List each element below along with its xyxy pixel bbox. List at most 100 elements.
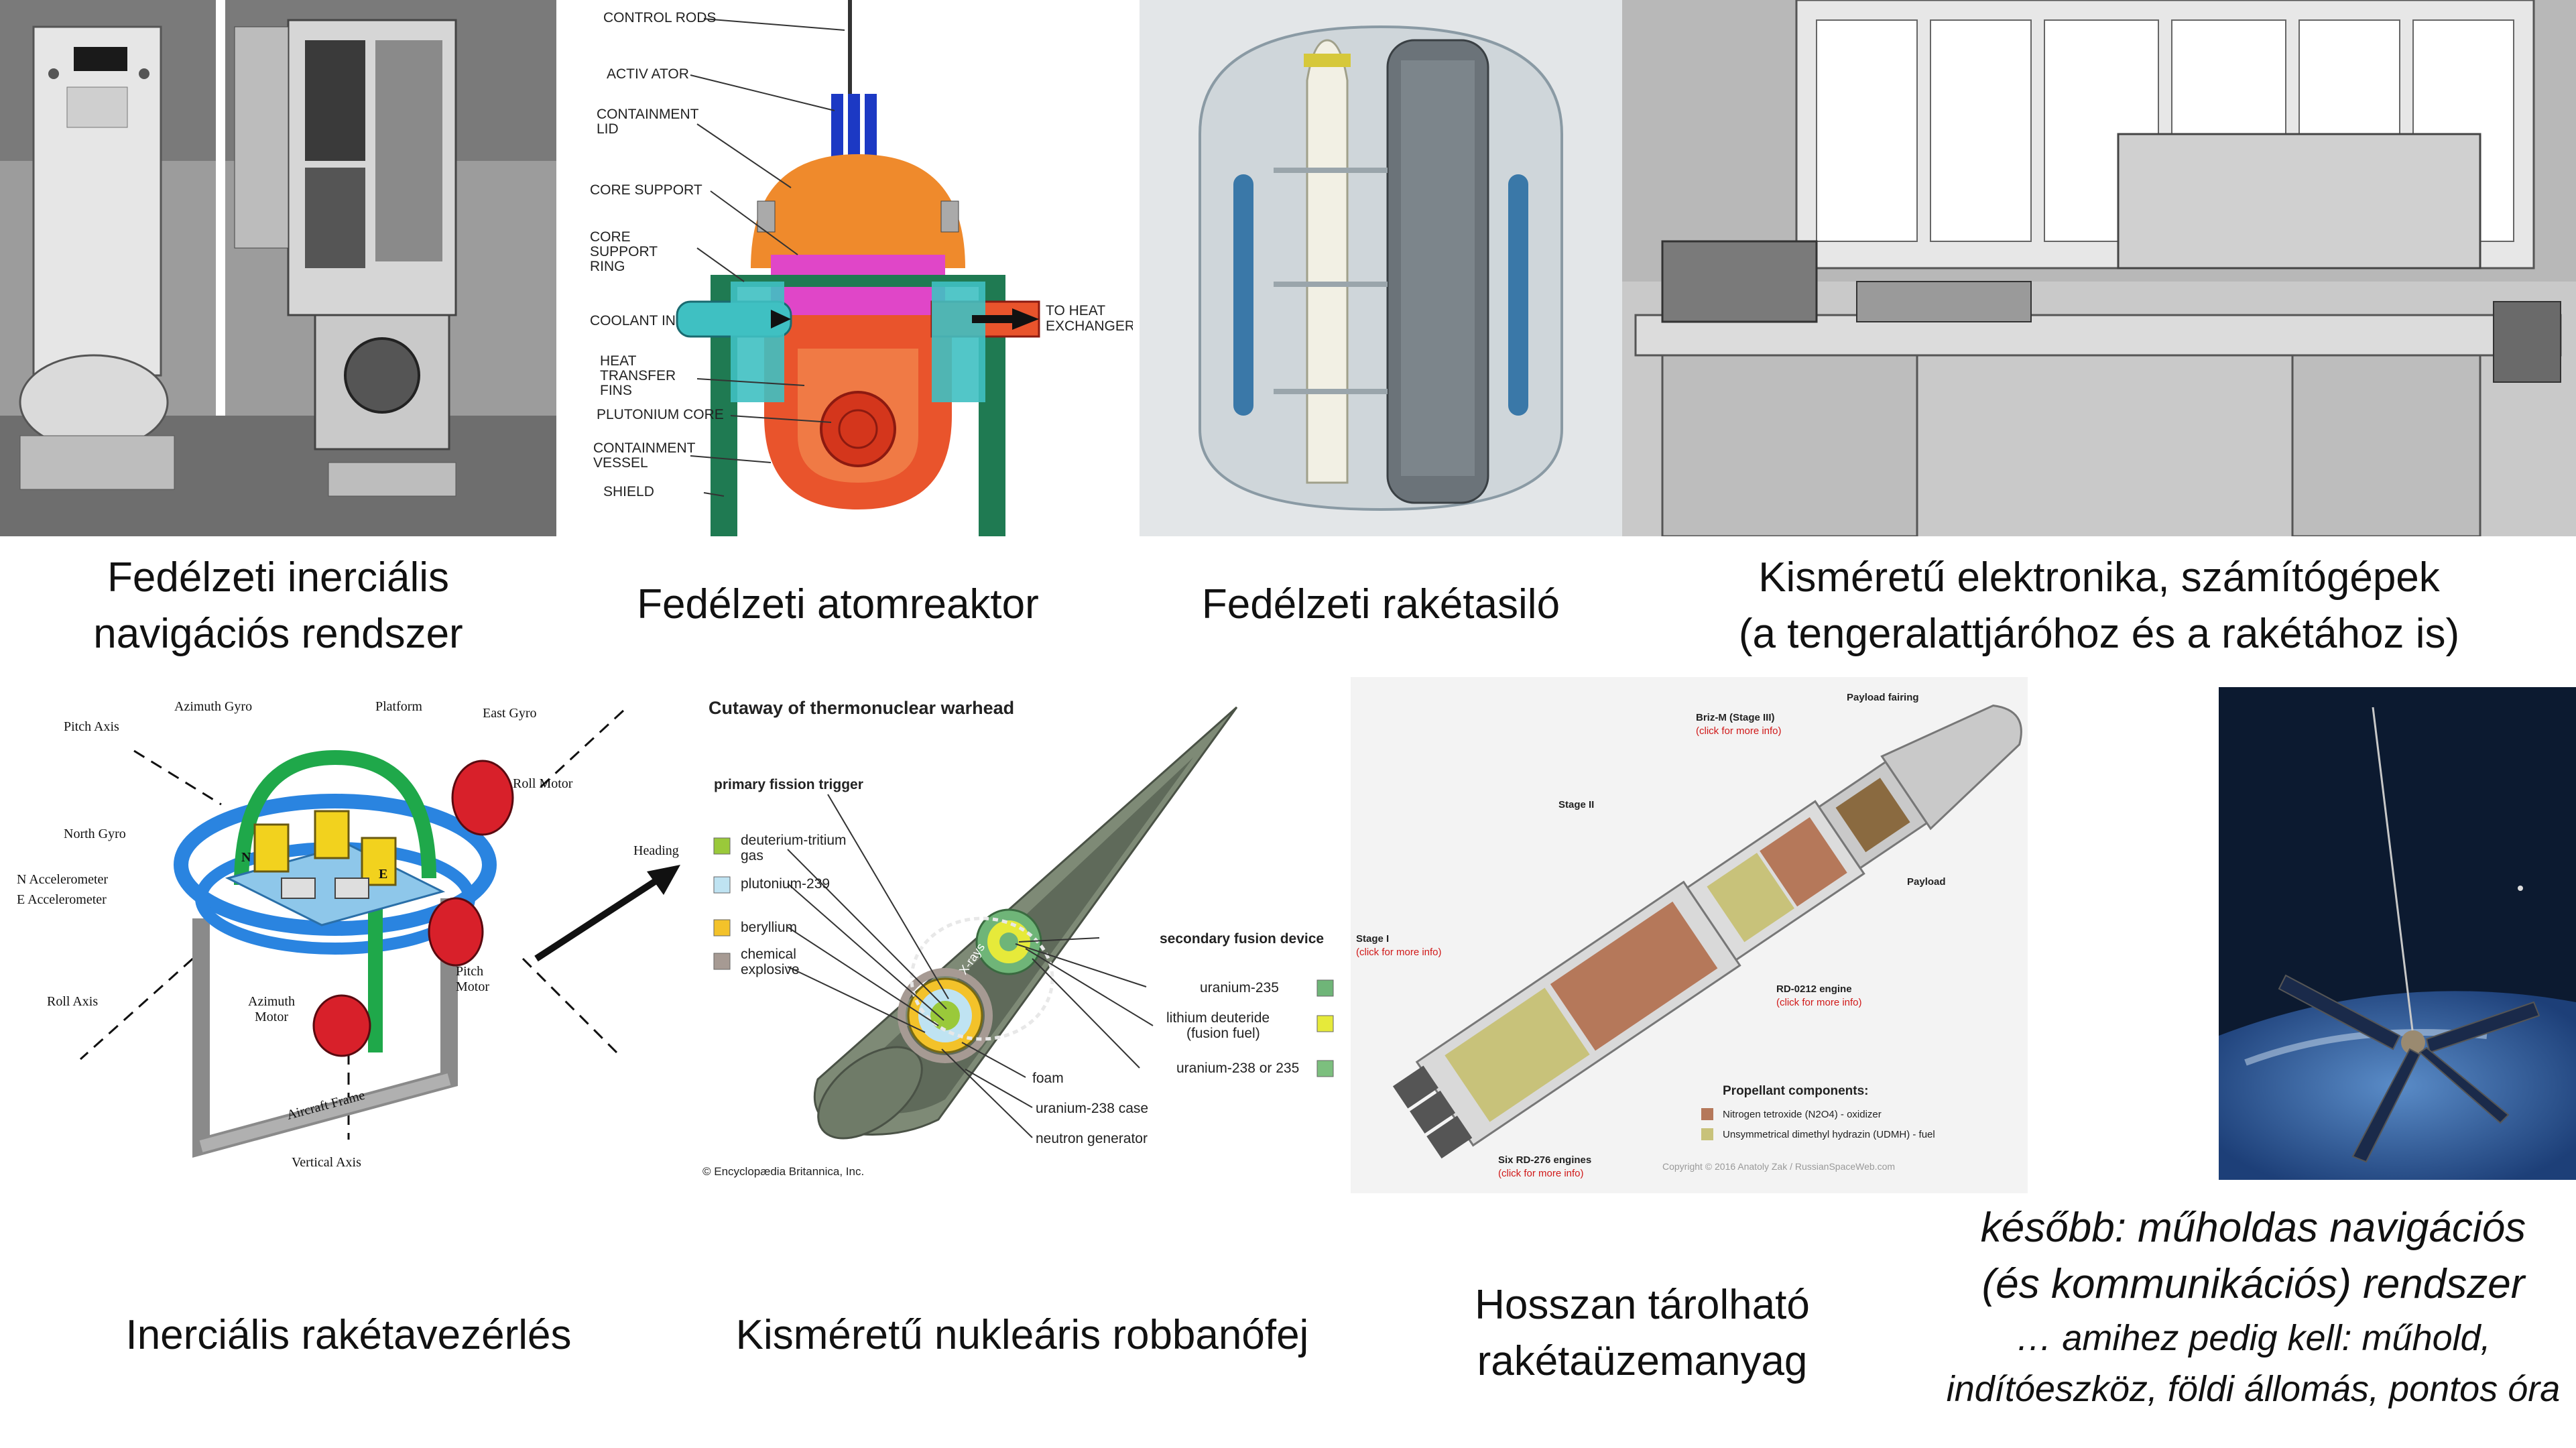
warhead-label-pu239: plutonium-239 [741,876,830,892]
computer-illustration [1622,0,2576,536]
swatch-u235 [1316,979,1334,997]
gyro-diagram: Azimuth Gyro Platform East Gyro Pitch Ax… [0,677,684,1193]
reactor-label-plutonium: PLUTONIUM CORE [597,407,724,422]
reactor-label-lid-2: LID [597,121,619,137]
gyro-label-n-accelerometer: N Accelerometer [17,872,108,887]
caption-line: Kisméretű nukleáris robbanófej [735,1312,1309,1358]
rocket-label-stage1: Stage I [1356,933,1389,945]
swatch-beryllium [713,919,731,937]
rocket-copyright: Copyright © 2016 Anatoly Zak / RussianSp… [1662,1161,1895,1172]
warhead-label-u235: uranium-235 [1200,980,1279,996]
warhead-label-dt-1: deuterium-tritium [741,833,847,848]
gyro-label-azimuth-motor-2: Motor [255,1010,288,1024]
reactor-label-ring-1: CORE [590,229,631,245]
rocket-link-stage1[interactable]: (click for more info) [1356,947,1442,958]
caption-line: rakétaüzemanyag [1477,1338,1808,1384]
reactor-label-shield: SHIELD [603,484,654,499]
warhead-label-explosive-2: explosive [741,962,800,977]
caption-line: Fedélzeti inerciális [107,554,449,601]
reactor-label-ring-3: RING [590,259,625,274]
caption-warhead: Kisméretű nukleáris robbanófej [684,1307,1361,1364]
reactor-label-vessel-1: CONTAINMENT [593,440,696,456]
warhead-label-foam: foam [1032,1071,1064,1086]
caption-line: Inerciális rakétavezérlés [125,1312,572,1358]
gyro-label-azimuth-gyro: Azimuth Gyro [174,699,252,714]
caption-ins-guidance: Inerciális rakétavezérlés [0,1307,697,1364]
caption-line: később: műholdas navigációs [1980,1205,2526,1251]
rocket-label-engines: Six RD-276 engines [1498,1154,1591,1166]
swatch-explosive [713,953,731,970]
rocket-link-rd0212[interactable]: (click for more info) [1776,997,1862,1008]
rocket-label-stage2: Stage II [1558,799,1594,810]
rocket-label-payload: Payload [1907,876,1946,888]
warhead-label-lid-2: (fusion fuel) [1186,1026,1260,1041]
warhead-label-lid-1: lithium deuteride [1166,1010,1270,1026]
caption-line: … amihez pedig kell: műhold, [2016,1318,2491,1358]
gyro-label-east-gyro: East Gyro [483,706,537,721]
warhead-label-u238case: uranium-238 case [1036,1101,1148,1116]
reactor-label-vessel-2: VESSEL [593,455,648,471]
reactor-label-fins-2: TRANSFER [600,368,676,383]
gyro-label-pitch-motor-2: Motor [456,979,489,994]
swatch-udmh [1701,1128,1713,1140]
swatch-u238 [1316,1060,1334,1077]
ins-photo [0,0,556,536]
satellite-illustration [2219,687,2576,1180]
gyro-label-heading: Heading [633,843,679,858]
swatch-lid [1316,1015,1334,1032]
warhead-illustration: X-rays Cutaway of thermonuclear warhead … [684,677,1347,1193]
reactor-label-ring-2: SUPPORT [590,244,658,259]
reactor-label-control-rods: CONTROL RODS [603,10,716,25]
warhead-label-explosive-1: chemical [741,947,796,962]
warhead-diagram: X-rays Cutaway of thermonuclear warhead … [684,677,1347,1193]
caption-line: Hosszan tárolható [1475,1282,1810,1328]
gyro-label-vertical-axis: Vertical Axis [292,1155,361,1170]
rocket-label-payload-fairing: Payload fairing [1847,692,1919,703]
gyro-label-e: E [379,867,387,882]
rocket-propellant-title: Propellant components: [1723,1084,1868,1098]
rocket-link-engines[interactable]: (click for more info) [1498,1168,1584,1179]
reactor-label-fins-1: HEAT [600,353,637,369]
caption-satellite: később: műholdas navigációs (és kommunik… [1930,1200,2576,1414]
warhead-label-primary: primary fission trigger [714,777,863,792]
swatch-pu239 [713,876,731,894]
caption-ins-system: Fedélzeti inerciális navigációs rendszer [0,550,556,662]
gyro-label-roll-motor: Roll Motor [513,776,573,791]
reactor-label-activator: ACTIV ATOR [607,66,689,82]
warhead-label-u238or235: uranium-238 or 235 [1176,1061,1299,1076]
satellite-image [2219,687,2576,1180]
caption-line: Kisméretű elektronika, számítógépek [1758,554,2440,601]
swatch-n2o4 [1701,1108,1713,1120]
gyro-label-pitch-axis: Pitch Axis [64,719,119,734]
silo-illustration [1140,0,1622,536]
silo-photo [1140,0,1622,536]
reactor-label-to-heat-2: EXCHANGER [1046,318,1133,334]
gyro-label-azimuth-motor-1: Azimuth [248,994,295,1009]
reactor-label-core-support: CORE SUPPORT [590,182,702,198]
reactor-illustration: CONTROL RODS ACTIV ATOR CONTAINMENT LID … [570,0,1133,536]
gyro-label-platform: Platform [375,699,422,714]
rocket-label-rd0212: RD-0212 engine [1776,983,1852,995]
rocket-label-udmh: Unsymmetrical dimethyl hydrazin (UDMH) -… [1723,1129,1935,1140]
caption-line: indítóeszköz, földi állomás, pontos óra [1946,1369,2561,1409]
caption-silo: Fedélzeti rakétasiló [1140,577,1622,633]
ins-cabinet-illustration [0,0,556,536]
caption-line: Fedélzeti atomreaktor [637,581,1039,627]
rocket-link-briz[interactable]: (click for more info) [1696,725,1782,737]
rocket-illustration: Payload fairing Briz-M (Stage III) (clic… [1351,677,2028,1193]
reactor-label-fins-3: FINS [600,383,632,398]
gyro-label-pitch-motor-1: Pitch [456,964,483,979]
gyro-illustration: Azimuth Gyro Platform East Gyro Pitch Ax… [0,677,684,1193]
gyro-label-n: N [241,850,251,865]
warhead-label-beryllium: beryllium [741,920,797,935]
gyro-label-e-accelerometer: E Accelerometer [17,892,107,907]
warhead-label-secondary: secondary fusion device [1160,931,1324,947]
swatch-dt [713,837,731,855]
warhead-label-neutron: neutron generator [1036,1131,1148,1146]
caption-line: Fedélzeti rakétasiló [1201,581,1560,627]
reactor-label-coolant-in: COOLANT IN [590,313,676,328]
reactor-label-to-heat-1: TO HEAT [1046,303,1105,318]
caption-fuel: Hosszan tárolható rakétaüzemanyag [1408,1277,1877,1390]
reactor-diagram: CONTROL RODS ACTIV ATOR CONTAINMENT LID … [570,0,1133,536]
rocket-diagram: Payload fairing Briz-M (Stage III) (clic… [1351,677,2028,1193]
